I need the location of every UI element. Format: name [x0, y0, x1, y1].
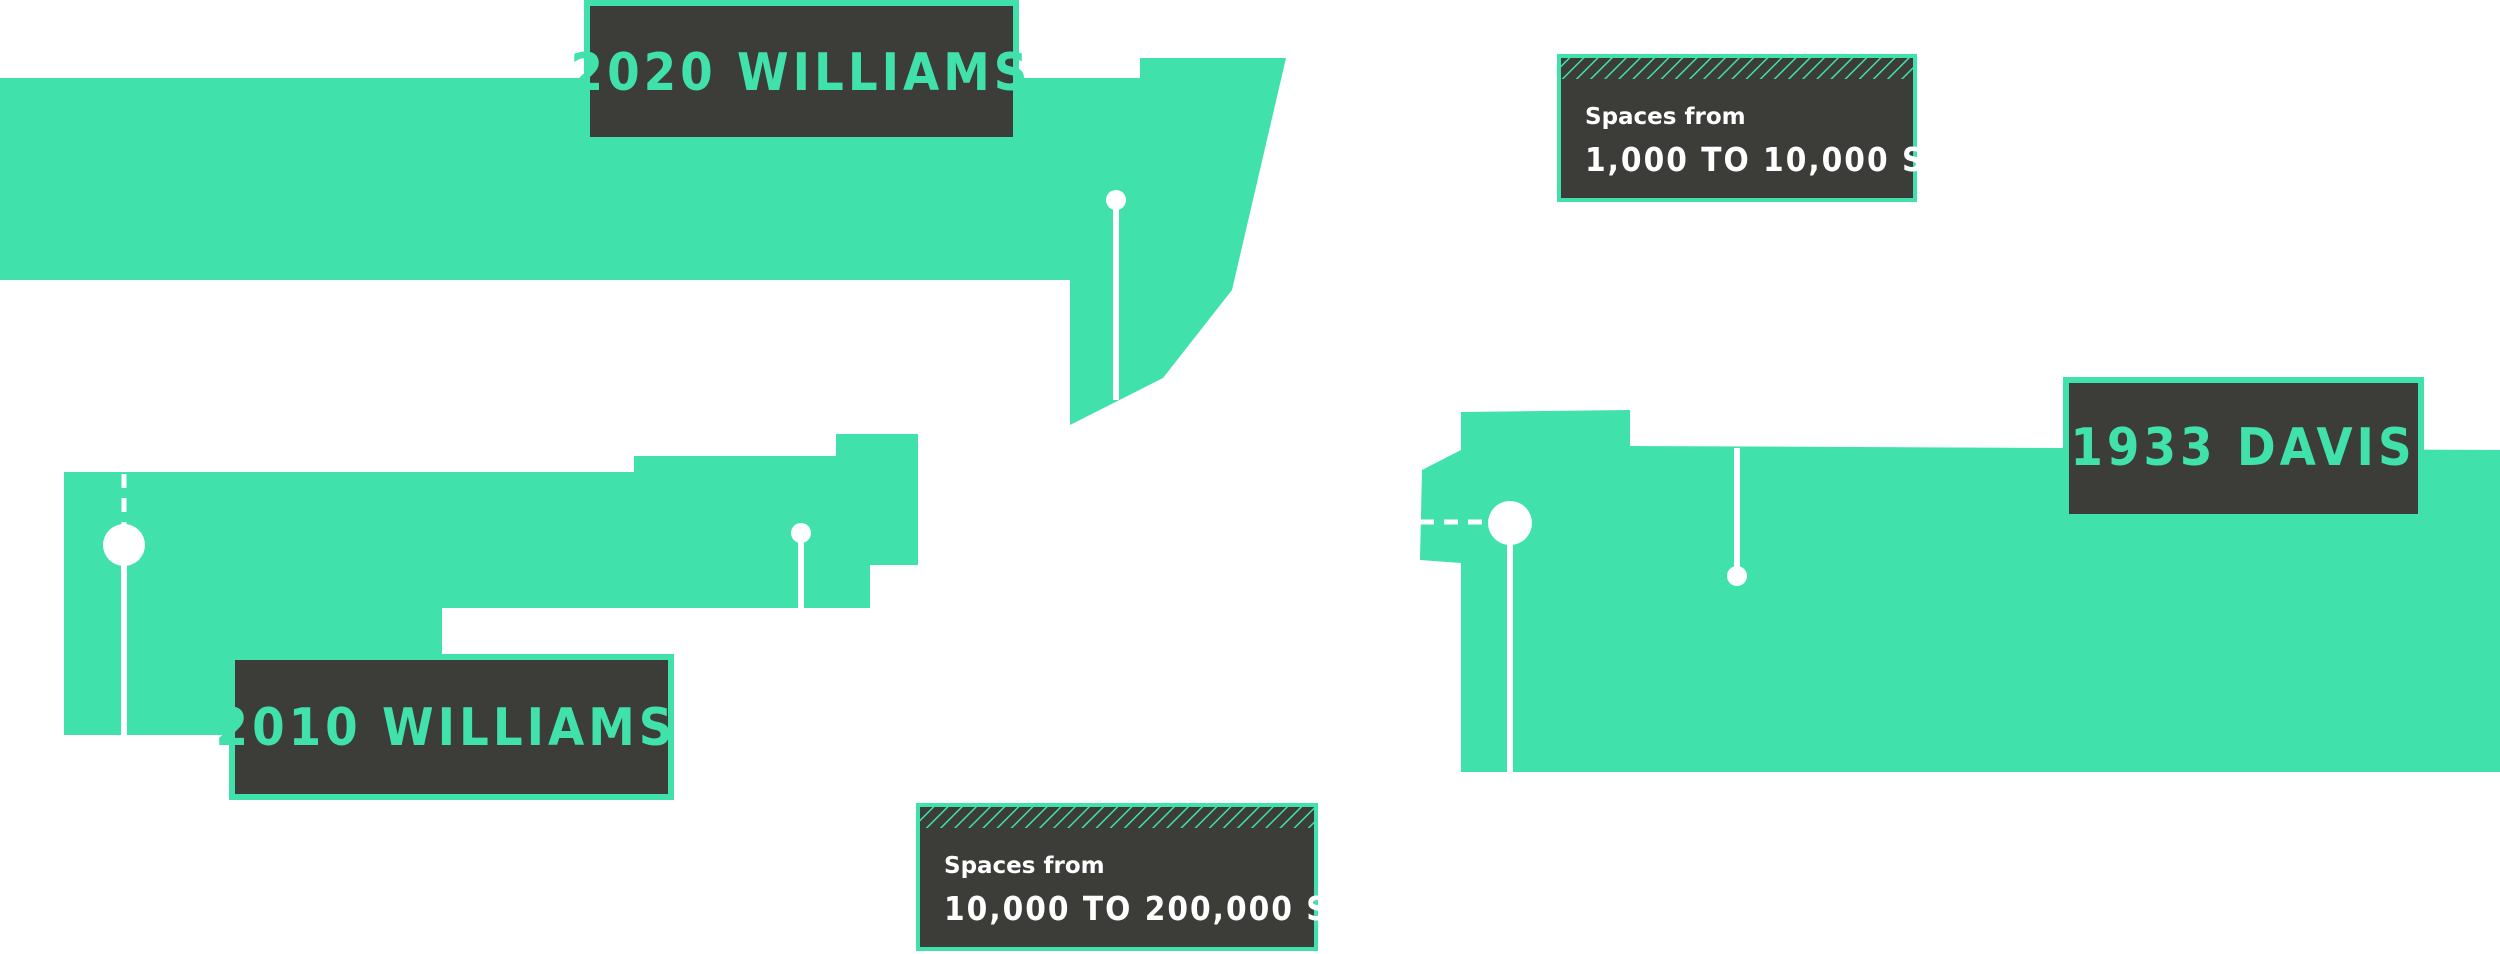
entrance-node-large: [103, 524, 145, 566]
building-name-2010-williams: 2010 WILLIAMS: [216, 698, 677, 758]
info-prefix: Spaces from: [1585, 104, 1746, 130]
entrance-node: [1106, 190, 1126, 210]
info-range: 10,000 TO 200,000 SF: [944, 889, 1352, 928]
info-box-large-spaces: Spaces from 10,000 TO 200,000 SF: [916, 803, 1352, 951]
hatched-stripe: [920, 807, 1314, 828]
building-2020-williams[interactable]: 2020 WILLIAMS: [0, 0, 1286, 425]
building-name-2020-williams: 2020 WILLIAMS: [571, 43, 1032, 103]
building-label-box[interactable]: [584, 0, 1019, 143]
info-box-small-spaces: Spaces from 1,000 TO 10,000 SF: [1557, 54, 1948, 202]
building-1933-davis[interactable]: 1933 DAVIS: [1420, 377, 2500, 772]
info-range: 1,000 TO 10,000 SF: [1585, 140, 1948, 179]
info-prefix: Spaces from: [944, 853, 1105, 879]
info-box-panel: [1557, 54, 1917, 202]
entrance-node: [791, 523, 811, 543]
info-box-panel: [916, 803, 1318, 951]
hatched-stripe: [1561, 58, 1913, 79]
building-2010-williams[interactable]: 2010 WILLIAMS: [64, 434, 918, 800]
building-name-1933-davis: 1933 DAVIS: [2070, 418, 2415, 478]
building-footprint-2020-williams[interactable]: [0, 58, 1286, 425]
entrance-node: [1727, 566, 1747, 586]
building-label-box[interactable]: [2063, 377, 2424, 520]
entrance-node-large: [1488, 501, 1532, 545]
building-label-box[interactable]: [229, 654, 674, 800]
